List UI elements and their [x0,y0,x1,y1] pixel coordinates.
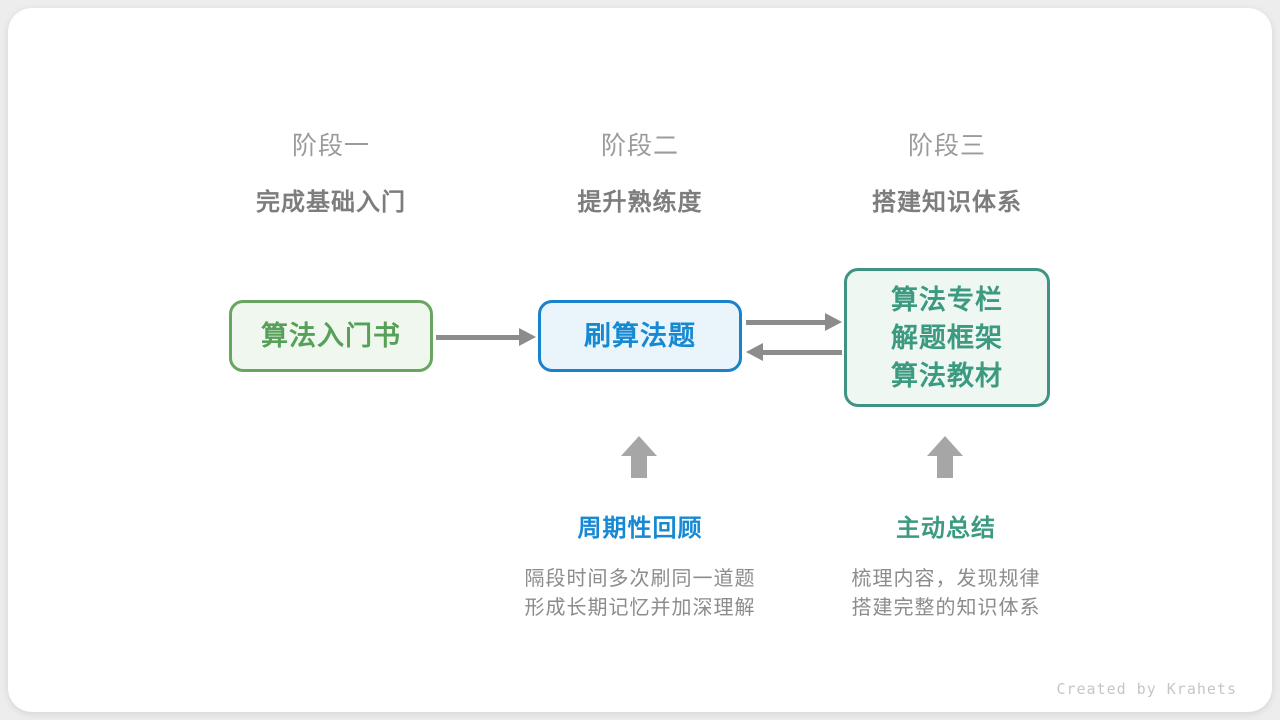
arrow-head [927,436,963,456]
desc-line-1: 隔段时间多次刷同一道题 [524,568,756,590]
desc-line-1: 梳理内容，发现规律 [851,568,1041,590]
credit-text: Created by Krahets [1056,680,1237,698]
arrow-head [519,328,536,346]
stage-3-label: 阶段三 [907,132,986,160]
annotation-periodic-review-title: 周期性回顾 [577,515,703,542]
node-resources-line-1: 算法专栏 [891,284,1003,315]
arrow-head [825,313,842,331]
stage-1-subtitle: 完成基础入门 [256,189,406,216]
desc-line-2: 搭建完整的知识体系 [851,597,1041,619]
annotation-active-summary-title: 主动总结 [896,515,996,542]
arrow-shaft [761,349,842,355]
desc-line-2: 形成长期记忆并加深理解 [524,597,756,619]
stage-header-3: 阶段三 搭建知识体系 [787,126,1107,217]
node-resources-line-3: 算法教材 [891,360,1003,391]
arrow-shaft [631,456,647,478]
stage-header-1: 阶段一 完成基础入门 [171,126,491,217]
stage-3-subtitle: 搭建知识体系 [872,189,1022,216]
annotation-active-summary: 主动总结 梳理内容，发现规律 搭建完整的知识体系 [766,508,1126,623]
stage-2-label: 阶段二 [600,132,679,160]
node-resources: 算法专栏 解题框架 算法教材 [844,268,1050,407]
arrow-up-icon [927,436,963,478]
stage-header-2: 阶段二 提升熟练度 [480,126,800,217]
node-resources-line-2: 解题框架 [891,322,1003,353]
stage-1-label: 阶段一 [291,132,370,160]
arrow-head [746,343,763,361]
arrow-shaft [746,319,827,325]
annotation-active-summary-desc: 梳理内容，发现规律 搭建完整的知识体系 [766,565,1126,623]
node-intro-book: 算法入门书 [229,300,433,372]
arrow-up-icon [621,436,657,478]
arrow-shaft [436,334,521,340]
arrow-right-icon [746,313,842,331]
arrow-right-icon [436,328,536,346]
arrow-head [621,436,657,456]
annotation-periodic-review: 周期性回顾 隔段时间多次刷同一道题 形成长期记忆并加深理解 [460,508,820,623]
arrow-left-icon [746,343,842,361]
node-practice-problems-label: 刷算法题 [584,321,696,351]
stage-2-subtitle: 提升熟练度 [577,189,703,216]
node-intro-book-label: 算法入门书 [261,321,401,351]
arrow-shaft [937,456,953,478]
node-practice-problems: 刷算法题 [538,300,742,372]
annotation-periodic-review-desc: 隔段时间多次刷同一道题 形成长期记忆并加深理解 [460,565,820,623]
